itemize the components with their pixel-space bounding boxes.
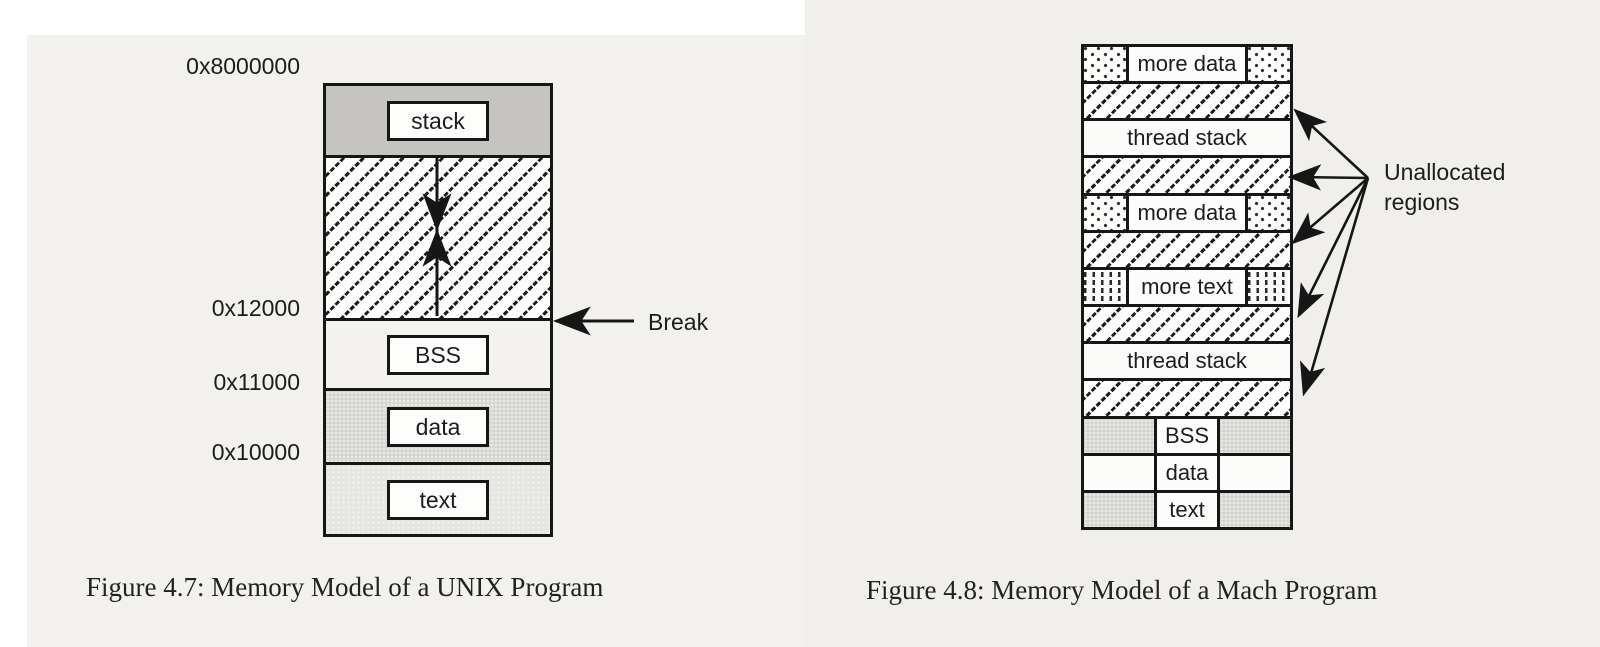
white-side-cell xyxy=(1220,455,1290,490)
more-data-label-box: more data xyxy=(1126,195,1248,230)
unallocated-region-row-3 xyxy=(1084,229,1290,267)
unallocated-region-row-4 xyxy=(1084,304,1290,342)
unix-memory-diagram: stack BSS data text xyxy=(323,83,553,537)
stack-region: stack xyxy=(326,86,550,155)
thread-stack-row-2: thread stack xyxy=(1084,341,1290,379)
stack-label-box: stack xyxy=(387,100,489,141)
unallocated-region-row-2 xyxy=(1084,155,1290,193)
text-region: text xyxy=(326,462,550,534)
more-text-label-box: more text xyxy=(1126,269,1248,305)
bss-region: BSS xyxy=(326,318,550,388)
gray-side-cell xyxy=(1220,418,1290,453)
gray-side-cell xyxy=(1084,418,1154,453)
mach-memory-diagram: more data thread stack more data more te… xyxy=(1081,44,1293,530)
gray-side-cell xyxy=(1084,492,1154,528)
data-region: data xyxy=(326,388,550,462)
data-label-box: data xyxy=(387,406,489,447)
address-label-0x10000: 0x10000 xyxy=(211,439,300,465)
unallocated-regions-label: Unallocated regions xyxy=(1384,159,1506,215)
stipple-pattern xyxy=(1084,195,1126,230)
stipple-pattern xyxy=(1248,47,1290,82)
unallocated-region-row-1 xyxy=(1084,81,1290,119)
gray-side-cell xyxy=(1220,492,1290,528)
thread-stack-row-1: thread stack xyxy=(1084,118,1290,156)
unallocated-region-row-5 xyxy=(1084,378,1290,416)
more-data-row-2: more data xyxy=(1084,192,1290,230)
stipple-pattern xyxy=(1084,47,1126,82)
figure-4-8-caption: Figure 4.8: Memory Model of a Mach Progr… xyxy=(866,575,1378,605)
bss-label-box: BSS xyxy=(387,334,489,375)
dash-pattern xyxy=(1084,269,1126,305)
bss-row: BSS xyxy=(1084,415,1290,453)
dash-pattern xyxy=(1248,269,1290,305)
bss-cell: BSS xyxy=(1154,418,1220,453)
data-cell: data xyxy=(1154,455,1220,490)
stipple-pattern xyxy=(1248,195,1290,230)
more-data-row-1: more data xyxy=(1084,47,1290,82)
text-row: text xyxy=(1084,489,1290,528)
more-data-label-box: more data xyxy=(1126,47,1248,82)
data-row: data xyxy=(1084,452,1290,490)
address-label-0x8000000: 0x8000000 xyxy=(186,53,300,79)
text-cell: text xyxy=(1154,492,1220,528)
more-text-row: more text xyxy=(1084,266,1290,305)
address-label-0x12000: 0x12000 xyxy=(211,295,300,321)
break-label: Break xyxy=(648,309,709,335)
unallocated-hole-region xyxy=(326,155,550,318)
white-side-cell xyxy=(1084,455,1154,490)
address-label-0x11000: 0x11000 xyxy=(213,369,300,395)
figure-4-7-caption: Figure 4.7: Memory Model of a UNIX Progr… xyxy=(86,572,604,602)
text-label-box: text xyxy=(387,479,489,520)
